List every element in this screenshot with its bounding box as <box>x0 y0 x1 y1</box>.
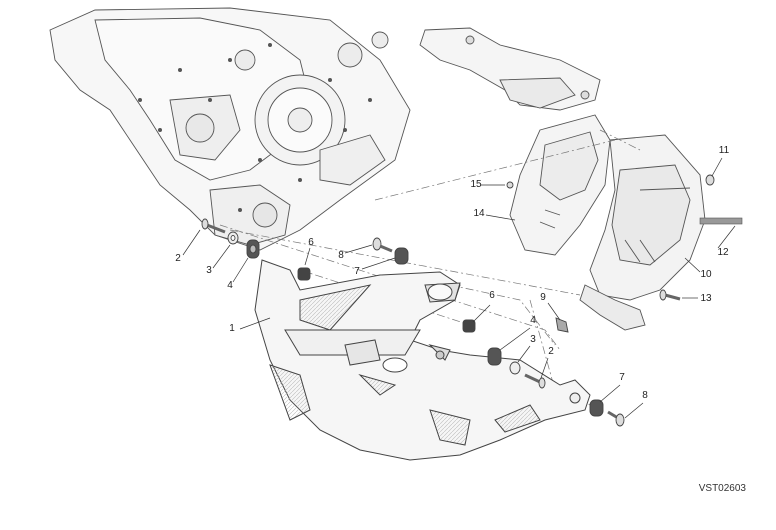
callout-3-right: 3 <box>530 334 536 345</box>
exhaust-guard-10 <box>579 134 706 331</box>
engine-bolts <box>138 43 372 212</box>
engine-block <box>49 7 411 251</box>
spacer-6-left <box>297 267 311 281</box>
grommet-7-upper <box>394 247 409 265</box>
callout-9: 9 <box>540 292 546 303</box>
callout-4-left: 4 <box>227 280 233 291</box>
callout-3-left: 3 <box>206 265 212 276</box>
callout-8-upper: 8 <box>338 250 344 261</box>
callout-11: 11 <box>718 145 730 156</box>
spacer-6-right <box>462 319 476 333</box>
upper-bracket <box>419 27 601 111</box>
screw-2-right <box>524 373 546 389</box>
callout-2-left: 2 <box>175 253 181 264</box>
screw-13 <box>659 289 681 301</box>
upper-fastener-stack <box>372 237 409 265</box>
callout-6-left: 6 <box>308 237 314 248</box>
washer-3-right <box>509 361 521 375</box>
grommet-4-left <box>246 239 260 259</box>
drawing-code: VST02603 <box>698 483 746 494</box>
callout-10: 10 <box>700 269 712 280</box>
callout-8-lower: 8 <box>642 390 648 401</box>
right-fastener-stack <box>462 317 569 389</box>
callout-15: 15 <box>470 179 482 190</box>
washer-3-left <box>227 231 239 245</box>
callout-6-right: 6 <box>489 290 495 301</box>
belly-pan-1 <box>254 259 591 461</box>
callout-12: 12 <box>717 247 729 258</box>
callout-2-right: 2 <box>548 346 554 357</box>
callout-14: 14 <box>473 208 485 219</box>
callout-7-upper: 7 <box>354 266 360 277</box>
screw-2-left <box>201 218 226 234</box>
callout-7-lower: 7 <box>619 372 625 383</box>
callout-4-right: 4 <box>530 315 536 326</box>
grommet-4-right <box>487 347 502 366</box>
small-screws <box>506 174 715 301</box>
callout-1: 1 <box>229 323 235 334</box>
heat-shield-14 <box>509 114 611 256</box>
callout-13: 13 <box>700 293 712 304</box>
screw-11 <box>705 174 715 186</box>
lower-fastener-stack <box>589 399 625 427</box>
left-fastener-stack <box>201 218 311 281</box>
screw-8-lower <box>607 410 625 427</box>
screw-15 <box>506 181 514 189</box>
grommet-7-lower <box>589 399 604 417</box>
label-sticker-12 <box>699 217 743 225</box>
clip-9 <box>555 317 569 333</box>
screw-8-upper <box>372 237 393 253</box>
leader-lines <box>182 157 736 419</box>
